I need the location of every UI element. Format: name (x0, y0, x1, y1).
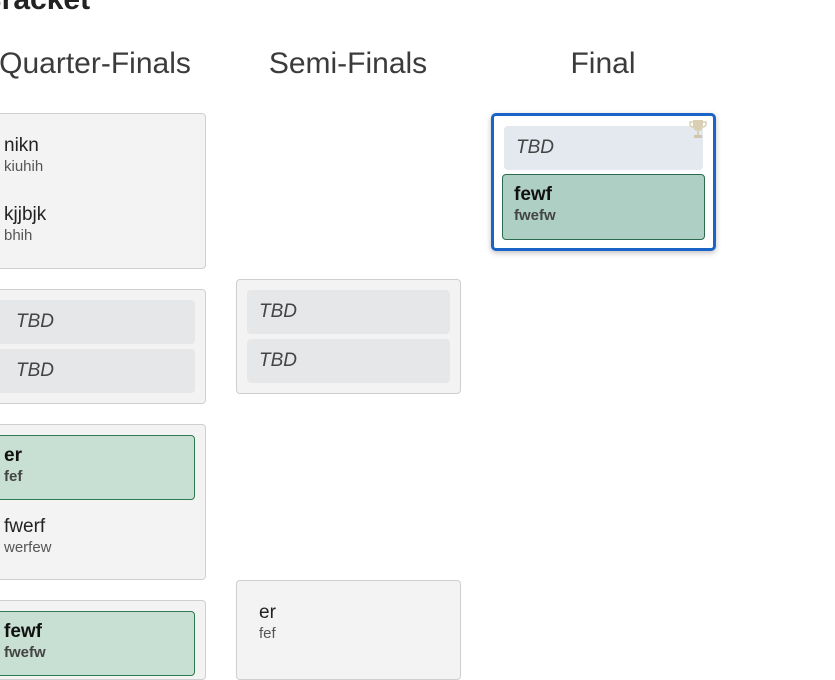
team-subtitle: fwefw (514, 207, 556, 224)
team-name: fewf (514, 184, 552, 205)
team-name: fewf (4, 621, 42, 642)
trophy-icon (689, 118, 707, 140)
team-slot[interactable]: er fef (257, 593, 450, 642)
tbd-label: TBD (16, 360, 54, 381)
team-subtitle: fef (4, 468, 23, 485)
match-sf1[interactable]: TBD TBD (236, 279, 461, 394)
team-slot-winner[interactable]: fewf fwefw (0, 611, 195, 676)
match-qf1[interactable]: nikn kiuhih kjjbjk bhih (0, 113, 206, 269)
tbd-label: TBD (259, 350, 297, 371)
tbd-label: TBD (16, 311, 54, 332)
team-slot-winner[interactable]: er fef (0, 435, 195, 500)
tbd-label: TBD (516, 137, 554, 158)
team-name: nikn (4, 135, 39, 156)
round-header-final: Final (570, 47, 636, 80)
team-slot-tbd[interactable]: TBD (504, 126, 703, 170)
round-header-quarter-finals: Quarter-Finals (0, 47, 191, 80)
team-slot-tbd[interactable]: TBD (0, 300, 195, 344)
match-sf2[interactable]: er fef (236, 580, 461, 680)
team-slot[interactable]: fwerf werfew (2, 507, 195, 556)
team-name: kjjbjk (4, 204, 47, 225)
team-name: er (4, 445, 22, 466)
team-name: fwerf (4, 516, 46, 537)
team-subtitle: werfew (4, 539, 52, 556)
round-header-semi-finals: Semi-Finals (268, 47, 428, 80)
page-title: Bracket (0, 0, 90, 15)
match-qf3[interactable]: er fef fwerf werfew (0, 424, 206, 580)
team-subtitle: bhih (4, 227, 33, 244)
team-subtitle: kiuhih (4, 158, 44, 175)
team-subtitle: fef (259, 625, 276, 642)
team-slot-tbd[interactable]: TBD (0, 349, 195, 393)
match-qf2[interactable]: TBD TBD (0, 289, 206, 404)
match-final[interactable]: TBD fewf fwefw (491, 113, 716, 251)
team-slot[interactable]: nikn kiuhih (2, 126, 195, 175)
team-slot-winner[interactable]: fewf fwefw (502, 174, 705, 240)
team-slot-tbd[interactable]: TBD (247, 339, 450, 383)
tbd-label: TBD (259, 301, 297, 322)
match-qf4[interactable]: fewf fwefw (0, 600, 206, 680)
team-slot-tbd[interactable]: TBD (247, 290, 450, 334)
team-name: er (259, 602, 276, 623)
team-subtitle: fwefw (4, 644, 46, 661)
team-slot[interactable]: kjjbjk bhih (2, 195, 195, 244)
